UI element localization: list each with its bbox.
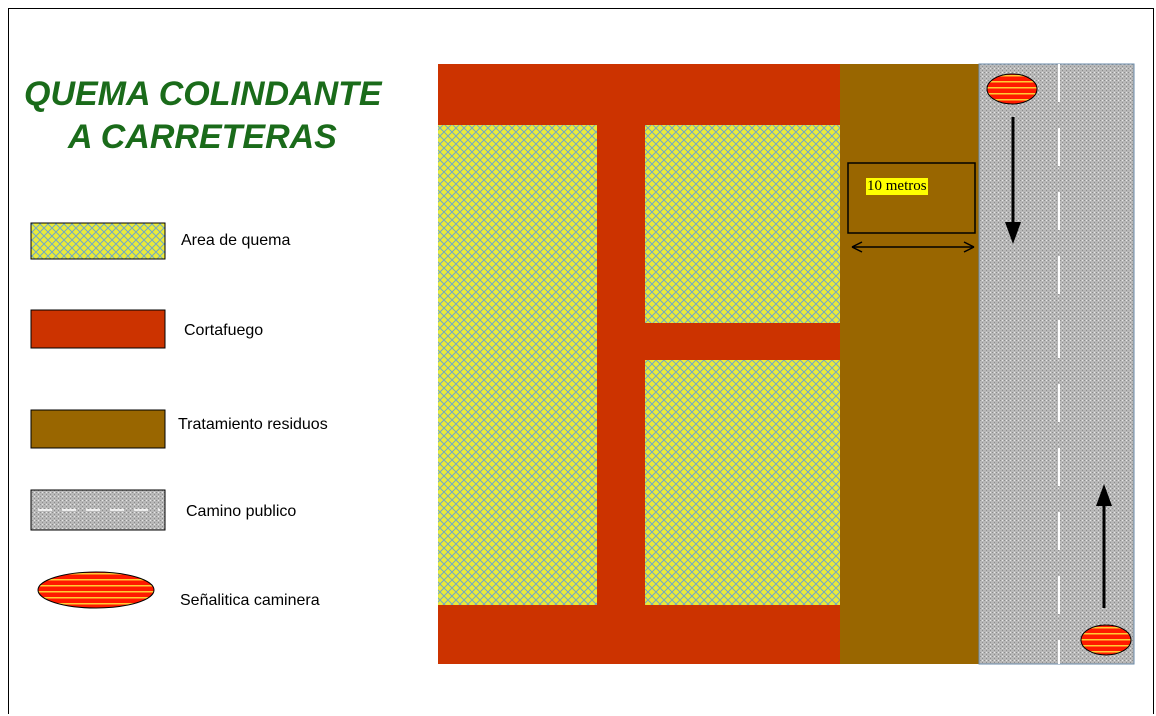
burn-area-swatch	[30, 222, 166, 260]
legend-label-road-sign: Señalitica caminera	[180, 592, 320, 609]
legend-label-burn-area: Area de quema	[181, 232, 291, 249]
residue-swatch	[30, 409, 166, 449]
road-swatch	[30, 489, 166, 531]
distance-box	[847, 162, 976, 234]
residue-zone	[840, 64, 979, 664]
burn-area-bottom-right	[645, 360, 840, 605]
legend-label-firebreak: Cortafuego	[184, 322, 264, 339]
page-frame	[8, 8, 1154, 714]
legend-label-road: Camino publico	[186, 503, 297, 520]
firebreak-swatch	[30, 309, 166, 349]
distance-label: 10 metros	[866, 178, 928, 195]
diagram-title-line2: A CARRETERAS	[68, 118, 337, 156]
traffic-arrow-up	[1096, 484, 1112, 608]
legend-label-residue: Tratamiento residuos	[178, 416, 328, 433]
road-sign-icon	[37, 571, 155, 609]
traffic-arrow-down	[1005, 117, 1021, 244]
public-road	[978, 63, 1135, 665]
road-sign-bottom-icon	[1080, 624, 1132, 656]
road-sign-top-icon	[986, 73, 1038, 105]
diagram-title-line1: QUEMA COLINDANTE	[24, 75, 382, 113]
burn-area-top-right	[645, 125, 840, 323]
burn-area-left	[438, 125, 597, 605]
distance-arrow	[851, 241, 975, 253]
